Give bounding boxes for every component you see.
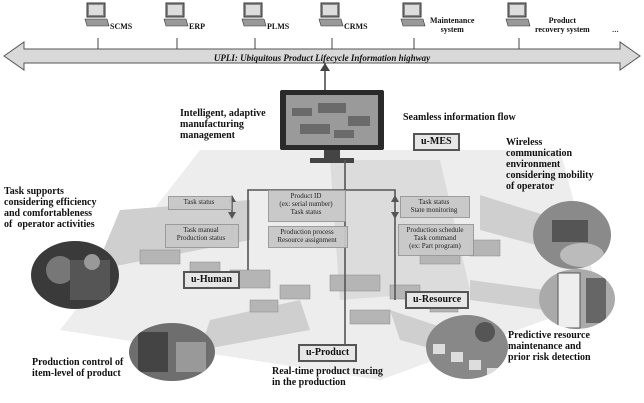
task-box xyxy=(400,196,470,218)
mes-monitor xyxy=(280,90,384,163)
seamless-flow-title: Seamless information flow xyxy=(403,112,516,123)
system-product-recovery[interactable]: Product recovery system xyxy=(505,2,615,42)
system-erp[interactable]: ERP xyxy=(163,2,253,42)
task-box xyxy=(398,224,474,256)
computer-icon xyxy=(84,2,110,27)
task-supports-title: Task supports considering efficiency and… xyxy=(4,186,97,230)
computer-icon xyxy=(163,2,189,27)
computer-icon xyxy=(400,2,426,27)
intelligent-management-title: Intelligent, adaptive manufacturing mana… xyxy=(180,108,266,141)
computer-icon xyxy=(318,2,344,27)
right-schedule-info: Production schedule Task command (ex: Pa… xyxy=(406,226,464,250)
left-task-status: Task status xyxy=(183,198,215,206)
beam-right-lower xyxy=(470,280,545,310)
u-mes-module[interactable]: u-MES xyxy=(413,133,460,151)
computer-icon xyxy=(241,2,267,27)
system-label: Maintenance system xyxy=(430,16,475,34)
task-box xyxy=(268,190,346,222)
product-tracing-photo xyxy=(426,315,508,379)
system-label: ERP xyxy=(189,22,205,31)
system-plms[interactable]: PLMS xyxy=(241,2,331,42)
wireless-device-photo xyxy=(533,201,611,269)
systems-more: ... xyxy=(612,24,619,34)
system-maintenance[interactable]: Maintenance system xyxy=(400,2,490,42)
predictive-maintenance-title: Predictive resource maintenance and prio… xyxy=(508,330,591,363)
system-label: PLMS xyxy=(267,22,290,31)
u-resource-module[interactable]: u-Resource xyxy=(405,291,470,309)
u-product-module[interactable]: u-Product xyxy=(298,344,358,362)
resource-machine-photo xyxy=(539,269,615,329)
center-product-info: Product ID (ex: serial number) Task stat… xyxy=(279,192,333,216)
left-task-manual: Task manual Production status xyxy=(176,226,226,242)
realtime-tracing-title: Real-time product tracing in the product… xyxy=(272,366,383,388)
beam-bottom-left xyxy=(200,300,310,350)
production-control-title: Production control of item-level of prod… xyxy=(32,357,124,379)
system-crms[interactable]: CRMS xyxy=(318,2,408,42)
center-process-info: Production process Resource assignment xyxy=(277,228,337,244)
system-label: CRMS xyxy=(344,22,368,31)
wireless-title: Wireless communication environment consi… xyxy=(506,137,594,192)
system-label: SCMS xyxy=(110,22,133,31)
operator-photo xyxy=(31,241,119,309)
task-box xyxy=(165,224,239,248)
system-label: Product recovery system xyxy=(535,16,590,34)
computer-icon xyxy=(505,2,531,27)
upli-highway-label: UPLI: Ubiquitous Product Lifecycle Infor… xyxy=(213,53,431,63)
u-human-module[interactable]: u-Human xyxy=(183,271,241,289)
production-line-photo xyxy=(129,323,215,381)
task-box xyxy=(268,226,348,248)
upli-highway-arrow xyxy=(3,38,641,71)
task-box xyxy=(168,196,232,210)
right-task-status: Task status State monitoring xyxy=(410,198,458,214)
system-scms[interactable]: SCMS xyxy=(84,2,174,42)
highway-connector xyxy=(320,63,330,93)
